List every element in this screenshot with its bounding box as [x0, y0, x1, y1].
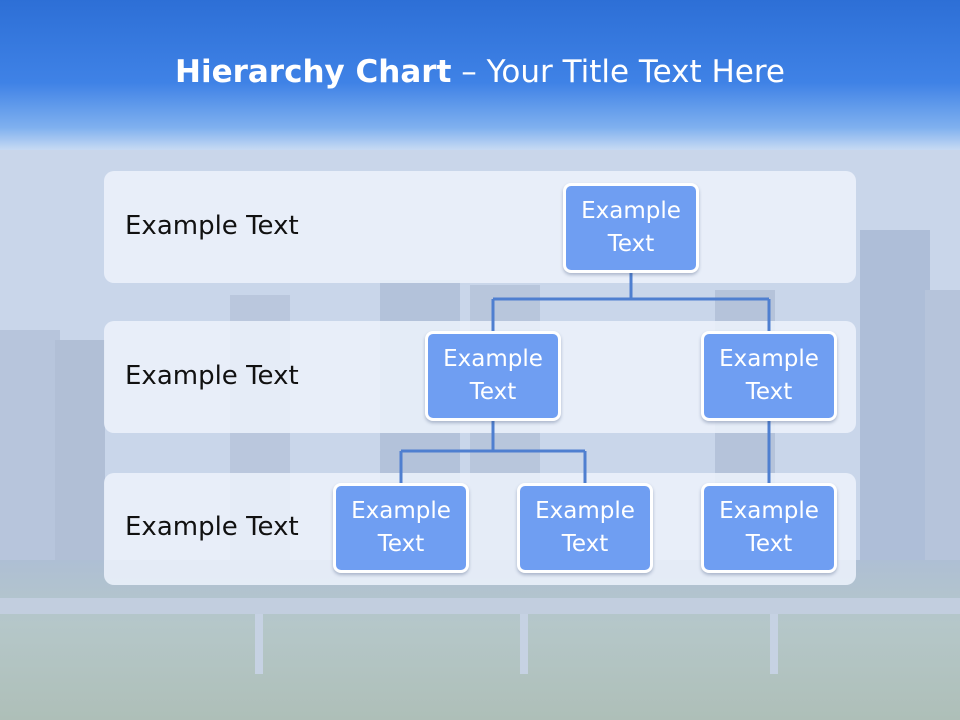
row-label-2: Example Text [125, 361, 299, 391]
row-band-1 [104, 171, 856, 283]
node-root-text: Example Text [581, 198, 681, 257]
node-level2-left[interactable]: Example Text [425, 331, 561, 421]
node-level3-c[interactable]: Example Text [701, 483, 837, 573]
row-label-1: Example Text [125, 211, 299, 241]
node-level3-a[interactable]: Example Text [333, 483, 469, 573]
slide-title-bold: Hierarchy Chart [175, 54, 452, 90]
node-level3-c-text: Example Text [719, 498, 819, 557]
node-level3-a-text: Example Text [351, 498, 451, 557]
row-label-3: Example Text [125, 512, 299, 542]
slide-title: Hierarchy Chart – Your Title Text Here [0, 54, 960, 90]
node-level3-b-text: Example Text [535, 498, 635, 557]
node-level2-left-text: Example Text [443, 346, 543, 405]
node-root[interactable]: Example Text [563, 183, 699, 273]
title-header-band [0, 0, 960, 150]
node-level2-right-text: Example Text [719, 346, 819, 405]
slide-title-rest: – Your Title Text Here [451, 54, 785, 90]
node-level2-right[interactable]: Example Text [701, 331, 837, 421]
node-level3-b[interactable]: Example Text [517, 483, 653, 573]
